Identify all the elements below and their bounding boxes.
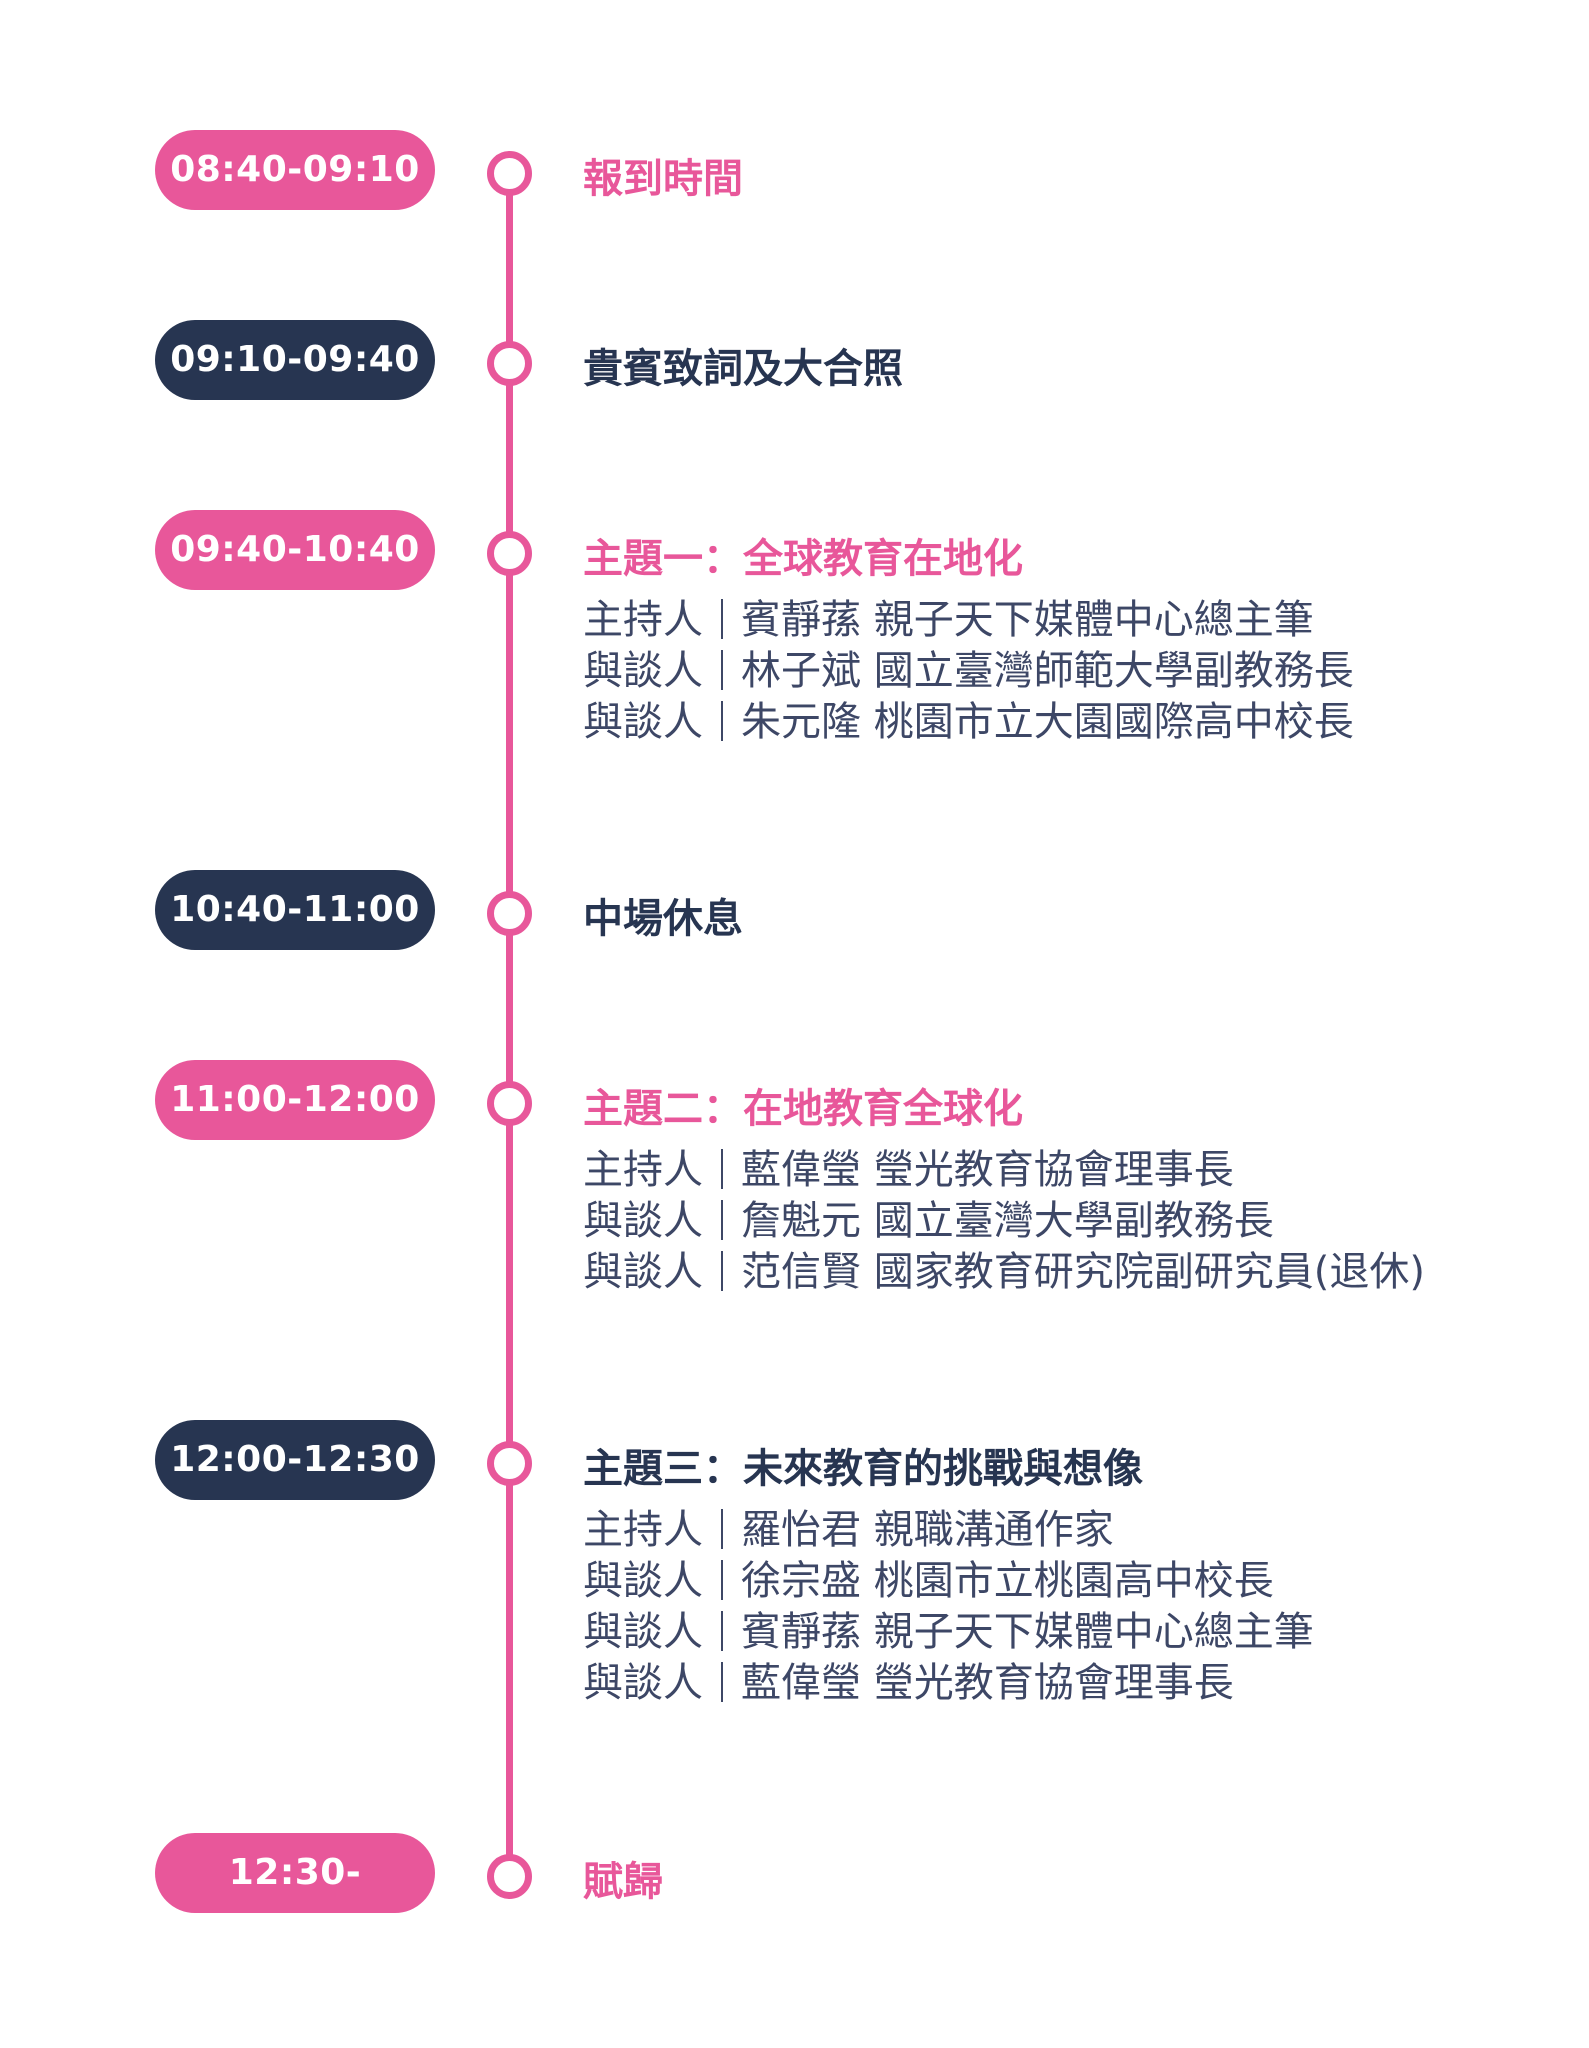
separator (721, 1560, 723, 1600)
event-title: 貴賓致詞及大合照 (583, 346, 903, 392)
speaker-detail: 藍偉瑩 瑩光教育協會理事長 (741, 1660, 1234, 1706)
separator (721, 599, 723, 639)
speaker-list: 主持人羅怡君 親職溝通作家 與談人徐宗盛 桃園市立桃園高中校長 與談人賓靜蓀 親… (583, 1505, 1314, 1709)
separator (721, 1509, 723, 1549)
speaker-row: 與談人藍偉瑩 瑩光教育協會理事長 (583, 1658, 1314, 1709)
separator (721, 1149, 723, 1189)
speaker-detail: 范信賢 國家教育研究院副研究員(退休) (741, 1249, 1425, 1295)
speaker-row: 與談人朱元隆 桃園市立大園國際高中校長 (583, 697, 1354, 748)
time-badge: 08:40-09:10 (155, 130, 435, 210)
timeline-node-icon (487, 1854, 532, 1899)
time-badge: 12:00-12:30 (155, 1420, 435, 1500)
speaker-role: 與談人 (583, 699, 703, 745)
speaker-row: 主持人羅怡君 親職溝通作家 (583, 1505, 1314, 1556)
speaker-list: 主持人賓靜蓀 親子天下媒體中心總主筆 與談人林子斌 國立臺灣師範大學副教務長 與… (583, 595, 1354, 748)
speaker-row: 主持人藍偉瑩 瑩光教育協會理事長 (583, 1145, 1425, 1196)
speaker-list: 主持人藍偉瑩 瑩光教育協會理事長 與談人詹魁元 國立臺灣大學副教務長 與談人范信… (583, 1145, 1425, 1298)
speaker-detail: 徐宗盛 桃園市立桃園高中校長 (741, 1558, 1274, 1604)
time-badge: 09:10-09:40 (155, 320, 435, 400)
separator (721, 1251, 723, 1291)
speaker-role: 與談人 (583, 1198, 703, 1244)
time-badge: 11:00-12:00 (155, 1060, 435, 1140)
separator (721, 701, 723, 741)
timeline-node-icon (487, 341, 532, 386)
timeline-node-icon (487, 1081, 532, 1126)
speaker-row: 與談人林子斌 國立臺灣師範大學副教務長 (583, 646, 1354, 697)
speaker-role: 與談人 (583, 1609, 703, 1655)
speaker-row: 與談人賓靜蓀 親子天下媒體中心總主筆 (583, 1607, 1314, 1658)
separator (721, 1662, 723, 1702)
time-badge: 10:40-11:00 (155, 870, 435, 950)
speaker-role: 主持人 (583, 1507, 703, 1553)
speaker-role: 與談人 (583, 1249, 703, 1295)
timeline-line (506, 170, 513, 1875)
event-title: 主題二：在地教育全球化 (583, 1086, 1023, 1132)
speaker-row: 與談人范信賢 國家教育研究院副研究員(退休) (583, 1247, 1425, 1298)
event-title: 中場休息 (583, 896, 743, 942)
timeline-node-icon (487, 531, 532, 576)
timeline-node-icon (487, 891, 532, 936)
speaker-row: 與談人詹魁元 國立臺灣大學副教務長 (583, 1196, 1425, 1247)
event-title: 報到時間 (583, 156, 743, 202)
event-title: 主題一：全球教育在地化 (583, 536, 1023, 582)
speaker-role: 主持人 (583, 1147, 703, 1193)
speaker-role: 主持人 (583, 597, 703, 643)
event-title: 主題三：未來教育的挑戰與想像 (583, 1446, 1143, 1492)
speaker-row: 與談人徐宗盛 桃園市立桃園高中校長 (583, 1556, 1314, 1607)
speaker-detail: 朱元隆 桃園市立大園國際高中校長 (741, 699, 1354, 745)
separator (721, 1611, 723, 1651)
speaker-detail: 賓靜蓀 親子天下媒體中心總主筆 (741, 1609, 1314, 1655)
event-title: 賦歸 (583, 1859, 663, 1905)
speaker-detail: 藍偉瑩 瑩光教育協會理事長 (741, 1147, 1234, 1193)
speaker-role: 與談人 (583, 1558, 703, 1604)
speaker-row: 主持人賓靜蓀 親子天下媒體中心總主筆 (583, 595, 1354, 646)
speaker-role: 與談人 (583, 1660, 703, 1706)
speaker-detail: 賓靜蓀 親子天下媒體中心總主筆 (741, 597, 1314, 643)
separator (721, 650, 723, 690)
time-badge: 12:30- (155, 1833, 435, 1913)
speaker-detail: 羅怡君 親職溝通作家 (741, 1507, 1114, 1553)
timeline-node-icon (487, 1441, 532, 1486)
timeline-node-icon (487, 151, 532, 196)
speaker-detail: 詹魁元 國立臺灣大學副教務長 (741, 1198, 1274, 1244)
separator (721, 1200, 723, 1240)
time-badge: 09:40-10:40 (155, 510, 435, 590)
speaker-role: 與談人 (583, 648, 703, 694)
speaker-detail: 林子斌 國立臺灣師範大學副教務長 (741, 648, 1354, 694)
